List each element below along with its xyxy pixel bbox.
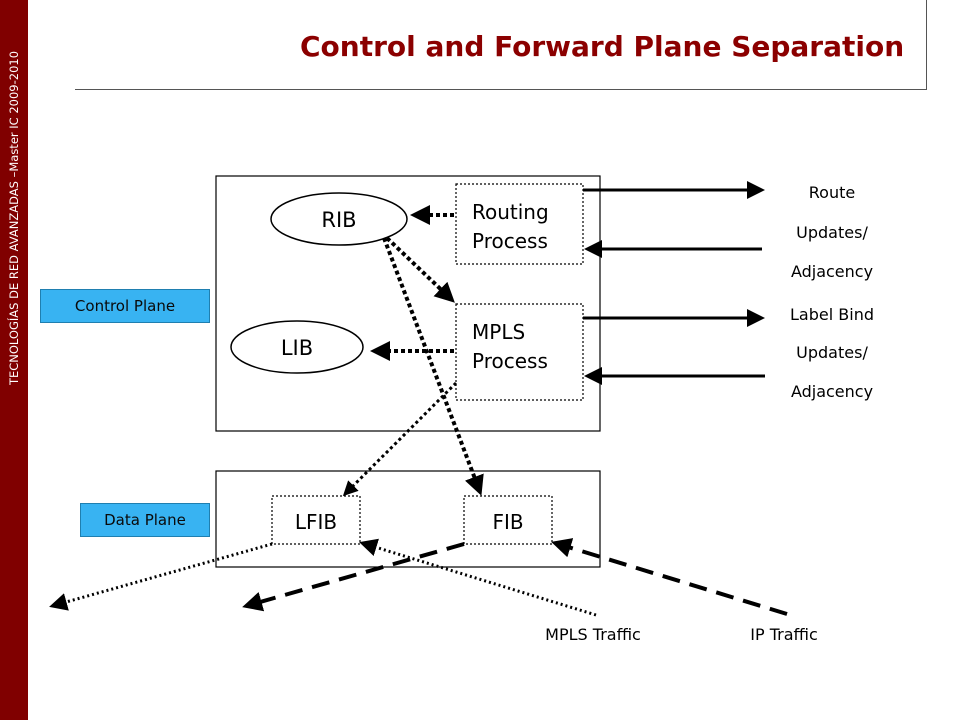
lfib-label: LFIB <box>295 510 337 534</box>
fib-output-traffic-arrow <box>242 542 465 612</box>
mpls-to-lfib-arrow <box>342 381 458 497</box>
route-updates-label-line2: Updates/ <box>796 223 868 242</box>
label-bind-label-line2: Updates/ <box>796 343 868 362</box>
mpls-process-label-line1: MPLS <box>472 320 525 344</box>
rib-node <box>270 192 408 246</box>
mpls-process-box <box>455 303 584 401</box>
lib-node <box>230 320 364 374</box>
title-vertical-rule <box>926 0 927 90</box>
rib-to-mpls-arrow <box>385 236 455 303</box>
title-underline <box>75 89 927 90</box>
label-bind-label-line3: Adjacency <box>791 382 873 401</box>
ip-traffic-in-arrow <box>551 538 788 616</box>
rib-label: RIB <box>321 208 356 232</box>
routing-process-label-line2: Process <box>472 229 548 253</box>
lfib-box <box>271 495 361 545</box>
routing-process-box <box>455 183 584 265</box>
lfib-output-traffic-arrow <box>49 542 273 611</box>
mpls-traffic-label: MPLS Traffic <box>545 625 641 644</box>
lib-label: LIB <box>281 336 313 360</box>
slide-title: Control and Forward Plane Separation <box>300 30 905 63</box>
route-updates-label-line1: Route <box>809 183 855 202</box>
data-plane-label: Data Plane <box>80 503 210 537</box>
fib-box <box>463 495 553 545</box>
route-updates-label-line3: Adjacency <box>791 262 873 281</box>
control-plane-label: Control Plane <box>40 289 210 323</box>
rib-to-fib-arrow <box>382 237 484 496</box>
side-banner: TECNOLOGÍAS DE RED AVANZADAS –Master IC … <box>0 0 28 720</box>
routing-process-label-line1: Routing <box>472 200 549 224</box>
label-bind-label-line1: Label Bind <box>790 305 874 324</box>
data-plane-box <box>215 470 601 568</box>
ip-traffic-label: IP Traffic <box>750 625 818 644</box>
fib-label: FIB <box>492 510 523 534</box>
mpls-process-label-line2: Process <box>472 349 548 373</box>
mpls-traffic-in-arrow <box>359 538 597 617</box>
